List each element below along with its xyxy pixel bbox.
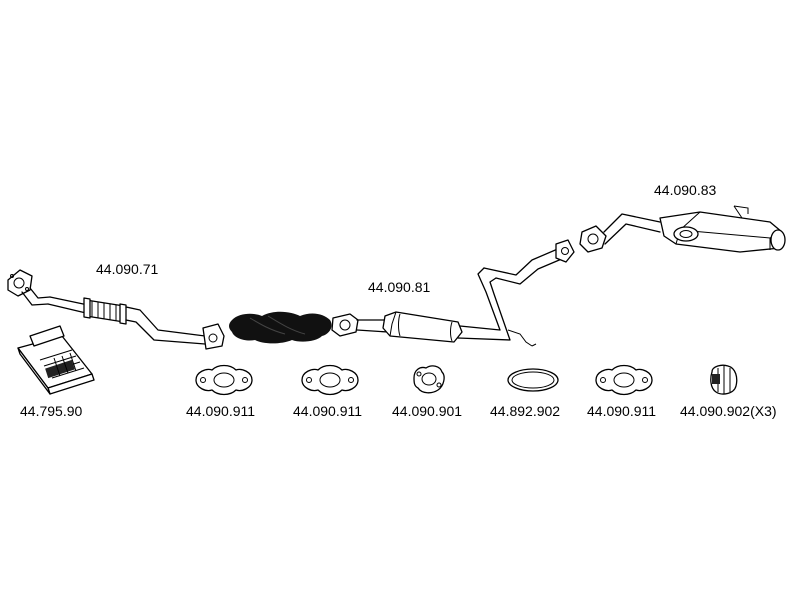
label-mounting-kit: 44.795.90 <box>20 403 83 419</box>
gasket-1-shape <box>195 364 253 396</box>
front-pipe-rear-flange <box>202 323 225 350</box>
middle-silencer-rear-flange <box>555 239 575 263</box>
label-gasket-4: 44.090.911 <box>587 403 657 419</box>
ring-gasket-shape <box>507 368 559 392</box>
middle-silencer <box>331 239 575 347</box>
gasket-2-shape <box>301 364 359 396</box>
mounting-kit-box <box>17 325 95 395</box>
label-gasket-2: 44.090.911 <box>293 403 363 419</box>
gasket-3-shape <box>413 365 445 394</box>
label-gasket-3: 44.090.901 <box>392 403 463 419</box>
rubber-mount-shape <box>710 364 738 395</box>
label-rear-silencer: 44.090.83 <box>654 182 717 198</box>
rear-silencer-flange <box>579 225 607 253</box>
label-ring-gasket: 44.892.902 <box>490 403 561 419</box>
gasket-4-shape <box>595 364 653 396</box>
front-pipe <box>7 269 225 350</box>
flex-joint <box>83 297 127 325</box>
label-middle-silencer: 44.090.81 <box>368 279 431 295</box>
front-pipe-flange <box>7 269 33 297</box>
label-rubber-mount: 44.090.902(X3) <box>680 403 777 419</box>
label-gasket-1: 44.090.911 <box>186 403 256 419</box>
rear-silencer <box>579 205 786 253</box>
catalytic-converter <box>229 311 332 344</box>
label-front-pipe: 44.090.71 <box>96 261 159 277</box>
middle-silencer-flange <box>331 313 359 337</box>
